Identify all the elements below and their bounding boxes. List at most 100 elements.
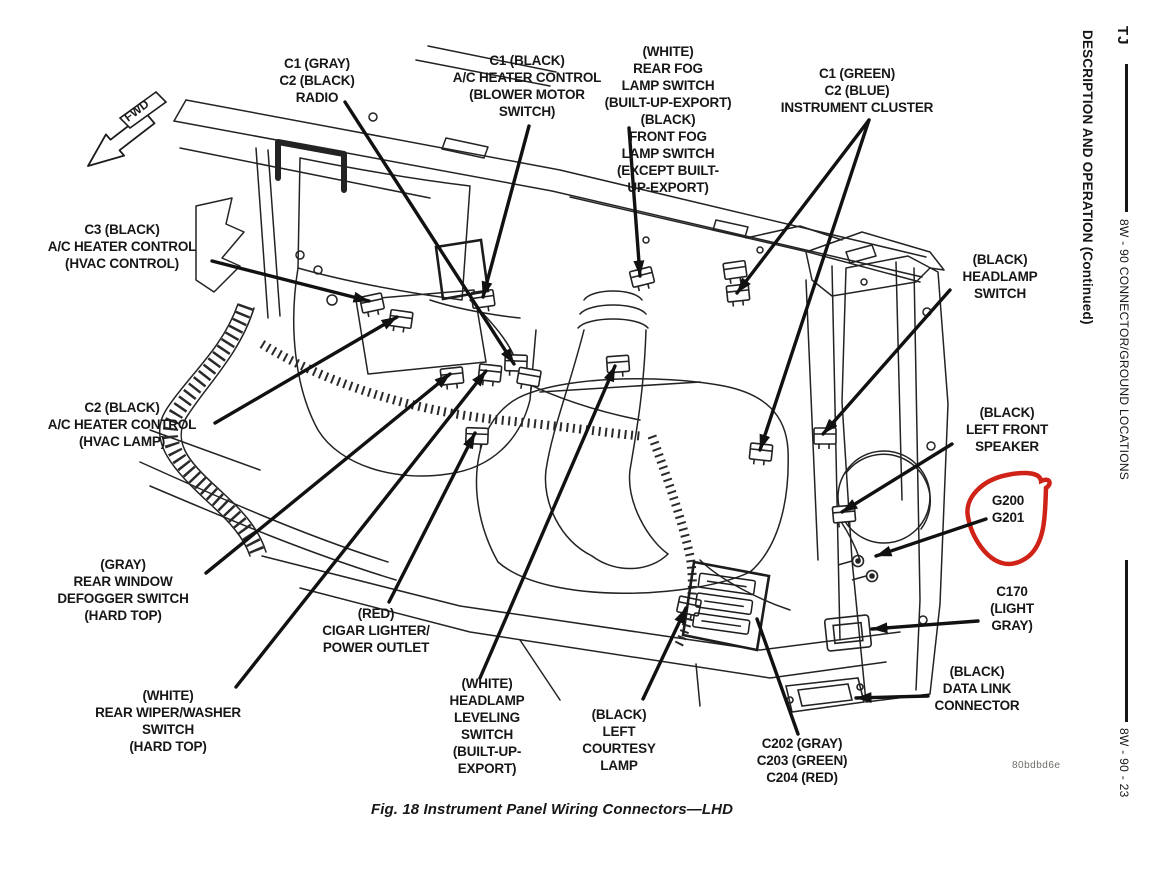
callout-line: A/C HEATER CONTROL — [47, 417, 197, 432]
leader-c170 — [870, 619, 980, 634]
callout-line: REAR WINDOW — [73, 574, 173, 589]
callout-line: (BUILT-UP- — [452, 744, 522, 759]
leader-radio — [343, 100, 516, 366]
callout-line: (HARD TOP) — [84, 608, 162, 623]
c170-connector-shape — [823, 614, 873, 652]
sidebar-page-number: 8W - 90 - 23 — [1117, 728, 1131, 798]
callout-line: C2 (BLUE) — [824, 83, 890, 98]
callout-blower: C1 (BLACK)A/C HEATER CONTROL(BLOWER MOTO… — [387, 52, 667, 120]
callout-line: (LIGHT — [990, 601, 1034, 616]
callout-c202: C202 (GRAY)C203 (GREEN)C204 (RED) — [662, 735, 942, 786]
callout-line: G200 — [991, 493, 1025, 508]
connector-blocks — [359, 259, 857, 620]
callout-hvac-lamp: C2 (BLACK) A/C HEATER CONTROL (HVAC LAMP) — [0, 399, 262, 450]
connector-block — [722, 259, 748, 284]
callout-line: REAR FOG — [633, 61, 703, 76]
connector-block — [516, 366, 542, 391]
drawing-code: 80bdbd6e — [1012, 760, 1061, 771]
callout-radio: C1 (GRAY) C2 (BLACK) RADIO — [177, 55, 457, 106]
callout-line: C204 (RED) — [766, 770, 838, 785]
sidebar-manual-section: 8W - 90 CONNECTOR/GROUND LOCATIONS — [1117, 219, 1131, 481]
callout-line: SPEAKER — [975, 439, 1039, 454]
callout-line: HEADLAMP — [449, 693, 525, 708]
callout-line: (BLACK) — [949, 664, 1005, 679]
callout-line: GRAY) — [991, 618, 1033, 633]
callout-line: (WHITE) — [461, 676, 513, 691]
ground-eyelets — [837, 554, 879, 583]
callout-line: REAR WIPER/WASHER — [95, 705, 241, 720]
callout-headlamp-switch: (BLACK) HEADLAMP SWITCH — [860, 251, 1140, 302]
callout-line: LEFT — [602, 724, 636, 739]
callout-cigar: (RED)CIGAR LIGHTER/POWER OUTLET — [236, 605, 516, 656]
connector-block — [831, 504, 857, 528]
callout-line: LAMP SWITCH — [621, 146, 715, 161]
leader-courtesy — [641, 606, 688, 701]
sidebar-rule-top — [1125, 64, 1128, 212]
leader-arrows — [204, 100, 988, 736]
callout-line: COURTESY — [582, 741, 656, 756]
wire-harness-ribs — [162, 303, 697, 649]
panel-line-art — [139, 45, 949, 707]
leader-wiper — [234, 369, 488, 689]
callout-line: (RED) — [357, 606, 395, 621]
leader-dlc — [854, 692, 930, 704]
callout-line: (BLOWER MOTOR — [469, 87, 585, 102]
leader-c202 — [755, 617, 800, 736]
leader-hvac-control — [210, 259, 371, 303]
callout-line: DATA LINK — [942, 681, 1012, 696]
leader-cigar — [387, 431, 477, 604]
callout-line: LAMP SWITCH — [621, 78, 715, 93]
sidebar-section-title: DESCRIPTION AND OPERATION (Continued) — [1080, 30, 1095, 325]
leader-grounds — [874, 517, 988, 558]
leader-headlamp-switch — [821, 288, 952, 436]
callout-line: A/C HEATER CONTROL — [47, 239, 197, 254]
connector-block — [359, 292, 385, 318]
connector-block — [628, 266, 656, 292]
figure-caption: Fig. 18 Instrument Panel Wiring Connecto… — [371, 801, 733, 818]
callout-line: HEADLAMP — [962, 269, 1038, 284]
callout-line: UP-EXPORT) — [627, 180, 709, 195]
leader-hvac-lamp — [213, 315, 399, 425]
callout-line: (EXCEPT BUILT- — [617, 163, 719, 178]
callout-line: SWITCH) — [498, 104, 556, 119]
callout-line: DEFOGGER SWITCH — [57, 591, 189, 606]
callout-line: INSTRUMENT CLUSTER — [780, 100, 934, 115]
callout-line: SWITCH — [973, 286, 1027, 301]
callout-line: C1 (GRAY) — [284, 56, 350, 71]
sidebar-model-code: TJ — [1114, 26, 1131, 46]
callout-line: C202 (GRAY) — [761, 736, 843, 751]
callout-line: CIGAR LIGHTER/ — [322, 623, 430, 638]
callout-line: C2 (BLACK) — [279, 73, 355, 88]
callout-line: LEVELING — [454, 710, 520, 725]
callout-line: LAMP — [600, 758, 638, 773]
fwd-arrow: FWD — [87, 90, 168, 167]
leader-cluster — [758, 118, 871, 452]
callout-line: (BLACK) — [979, 405, 1035, 420]
callout-cluster: C1 (GREEN)C2 (BLUE)INSTRUMENT CLUSTER — [717, 65, 997, 116]
callout-line: EXPORT) — [457, 761, 517, 776]
callout-line: RADIO — [295, 90, 339, 105]
callout-line: (HARD TOP) — [129, 739, 207, 754]
c202-connector-stack — [681, 560, 771, 652]
callout-line: FRONT FOG — [629, 129, 707, 144]
callout-line: (BLACK) — [972, 252, 1028, 267]
callout-line: C1 (BLACK) — [489, 53, 565, 68]
callout-line: SWITCH — [141, 722, 195, 737]
callout-line: C3 (BLACK) — [84, 222, 160, 237]
callout-line: (BUILT-UP-EXPORT) — [604, 95, 732, 110]
callout-line: (HVAC CONTROL) — [65, 256, 179, 271]
callout-line: (HVAC LAMP) — [78, 434, 166, 449]
connector-block — [725, 283, 751, 307]
leader-cluster — [735, 118, 871, 295]
callout-line: LEFT FRONT — [966, 422, 1048, 437]
callout-line: C2 (BLACK) — [84, 400, 160, 415]
